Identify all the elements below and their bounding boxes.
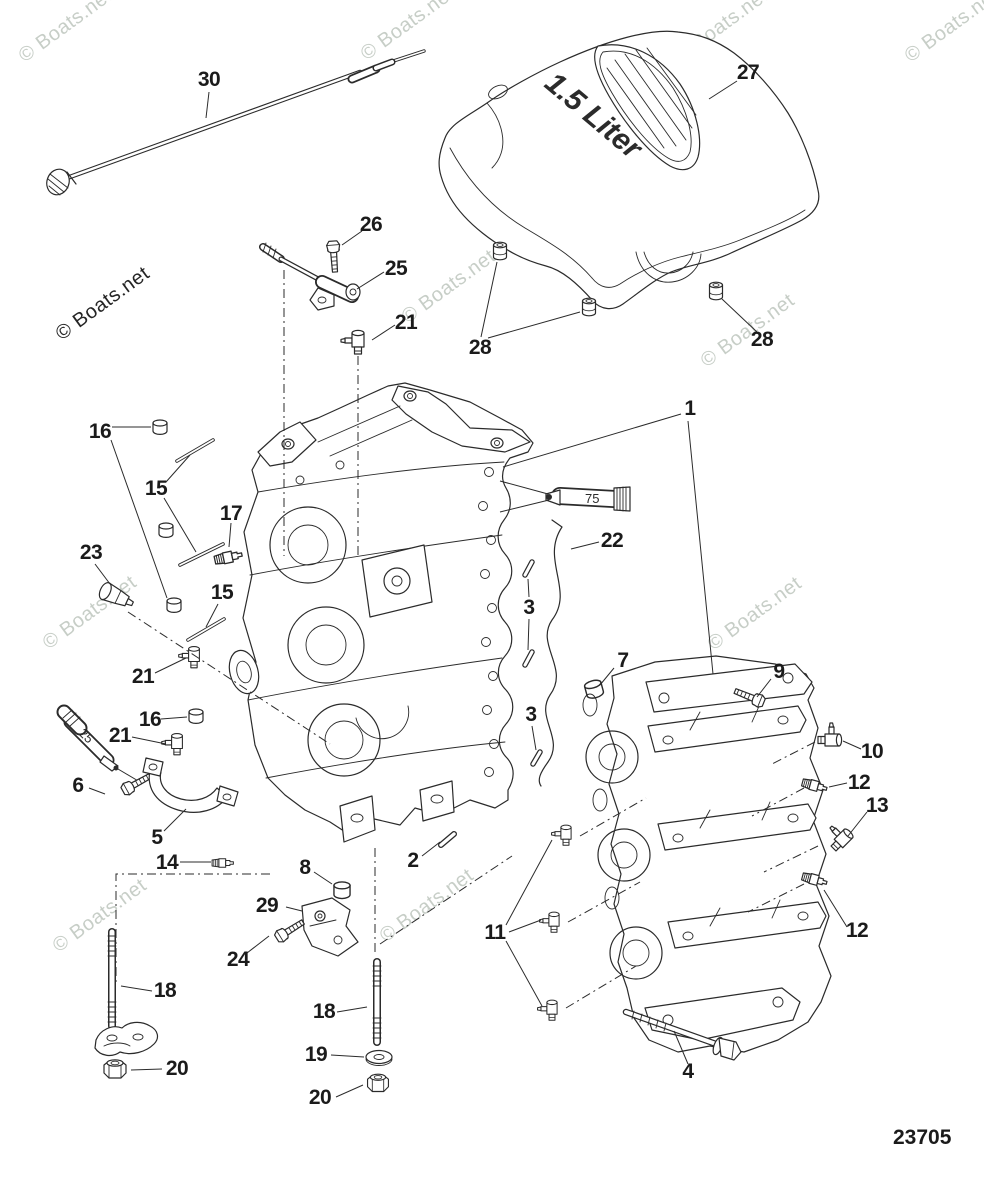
callout-18-35: 18 bbox=[153, 979, 177, 1002]
callout-30-1: 30 bbox=[197, 68, 221, 91]
grommet-28-b bbox=[581, 297, 597, 317]
elbow-11-b bbox=[539, 911, 560, 933]
callout-18-36: 18 bbox=[312, 1000, 336, 1023]
callout-22-14: 22 bbox=[600, 529, 624, 552]
bracket-29 bbox=[301, 897, 359, 957]
sealant-tube-75: 75 bbox=[545, 486, 631, 512]
callout-29-30: 29 bbox=[255, 894, 279, 917]
callout-13-21: 13 bbox=[865, 794, 889, 817]
left-parts-art bbox=[98, 419, 457, 957]
grommet-28-a bbox=[492, 241, 508, 261]
cap-16-c bbox=[166, 597, 182, 614]
callout-23-11: 23 bbox=[79, 541, 103, 564]
dipstick-art bbox=[46, 49, 426, 196]
callout-8-28: 8 bbox=[299, 856, 311, 879]
callout-12-20: 12 bbox=[847, 771, 871, 794]
clamp-5 bbox=[142, 757, 239, 813]
sealant-tube-25: 25 bbox=[56, 704, 141, 783]
callout-3-15: 3 bbox=[523, 596, 535, 619]
callout-6-25: 6 bbox=[72, 774, 84, 797]
callout-21-5: 21 bbox=[394, 311, 418, 334]
elbow-10 bbox=[817, 722, 843, 747]
callout-10-19: 10 bbox=[860, 740, 884, 763]
plate-number: 23705 bbox=[893, 1126, 952, 1149]
fastener-art bbox=[94, 928, 393, 1093]
callout-20-39: 20 bbox=[308, 1086, 332, 1109]
callout-24-31: 24 bbox=[226, 948, 250, 971]
bolt-26 bbox=[325, 240, 343, 274]
callout-11-32: 11 bbox=[484, 921, 506, 944]
fitting-14 bbox=[211, 858, 234, 868]
anchor-link bbox=[94, 1021, 159, 1057]
callout-3-16: 3 bbox=[525, 703, 537, 726]
fitting-17 bbox=[213, 548, 244, 567]
callout-12-33: 12 bbox=[845, 919, 869, 942]
right-parts-art bbox=[537, 684, 856, 1061]
callout-16-23: 16 bbox=[138, 708, 162, 731]
elbow-11-a bbox=[551, 824, 572, 846]
callout-25-4: 25 bbox=[384, 257, 408, 280]
callout-28-6: 28 bbox=[468, 336, 492, 359]
cap-8 bbox=[333, 881, 351, 900]
elbow-13 bbox=[820, 819, 856, 854]
linkage-art bbox=[259, 240, 365, 355]
grommet-28-c bbox=[708, 281, 724, 301]
bolt-4 bbox=[622, 1008, 742, 1061]
gasket-bead-art bbox=[522, 519, 606, 787]
callout-20-38: 20 bbox=[165, 1057, 189, 1080]
elbow-21-a bbox=[340, 329, 365, 355]
callout-19-37: 19 bbox=[304, 1043, 328, 1066]
crankcase-art bbox=[582, 655, 832, 1053]
cap-16-a bbox=[152, 419, 168, 435]
callout-16-8: 16 bbox=[88, 420, 112, 443]
alignment-lines bbox=[115, 270, 819, 1009]
cylinder-block-art bbox=[228, 382, 534, 843]
callout-9-18: 9 bbox=[773, 660, 785, 683]
callout-26-3: 26 bbox=[359, 213, 383, 236]
callout-1-13: 1 bbox=[684, 397, 696, 420]
engine-cover-art: 1.5 Liter bbox=[438, 30, 820, 317]
callout-21-24: 21 bbox=[108, 724, 132, 747]
callout-15-12: 15 bbox=[210, 581, 234, 604]
sealant-75-label: 75 bbox=[585, 491, 599, 506]
callout-14-27: 14 bbox=[155, 851, 179, 874]
cap-16-d bbox=[188, 708, 204, 725]
callout-2-29: 2 bbox=[407, 849, 419, 872]
dowel-pins-3 bbox=[522, 559, 543, 767]
callout-17-10: 17 bbox=[219, 502, 243, 525]
bolt-6 bbox=[119, 769, 154, 798]
callout-21-22: 21 bbox=[131, 665, 155, 688]
washer-19 bbox=[365, 1049, 393, 1066]
nut-20-b bbox=[366, 1073, 390, 1093]
cap-16-b bbox=[158, 522, 174, 539]
callout-28-7: 28 bbox=[750, 328, 774, 351]
callout-4-34: 4 bbox=[682, 1060, 694, 1083]
bolt-24 bbox=[272, 915, 308, 945]
callout-5-26: 5 bbox=[151, 826, 163, 849]
callout-15-9: 15 bbox=[144, 477, 168, 500]
nut-20-a bbox=[103, 1059, 127, 1079]
plug-23 bbox=[98, 582, 134, 607]
leader-lines bbox=[88, 80, 868, 1098]
callout-7-17: 7 bbox=[617, 649, 629, 672]
callout-27-2: 27 bbox=[736, 61, 760, 84]
